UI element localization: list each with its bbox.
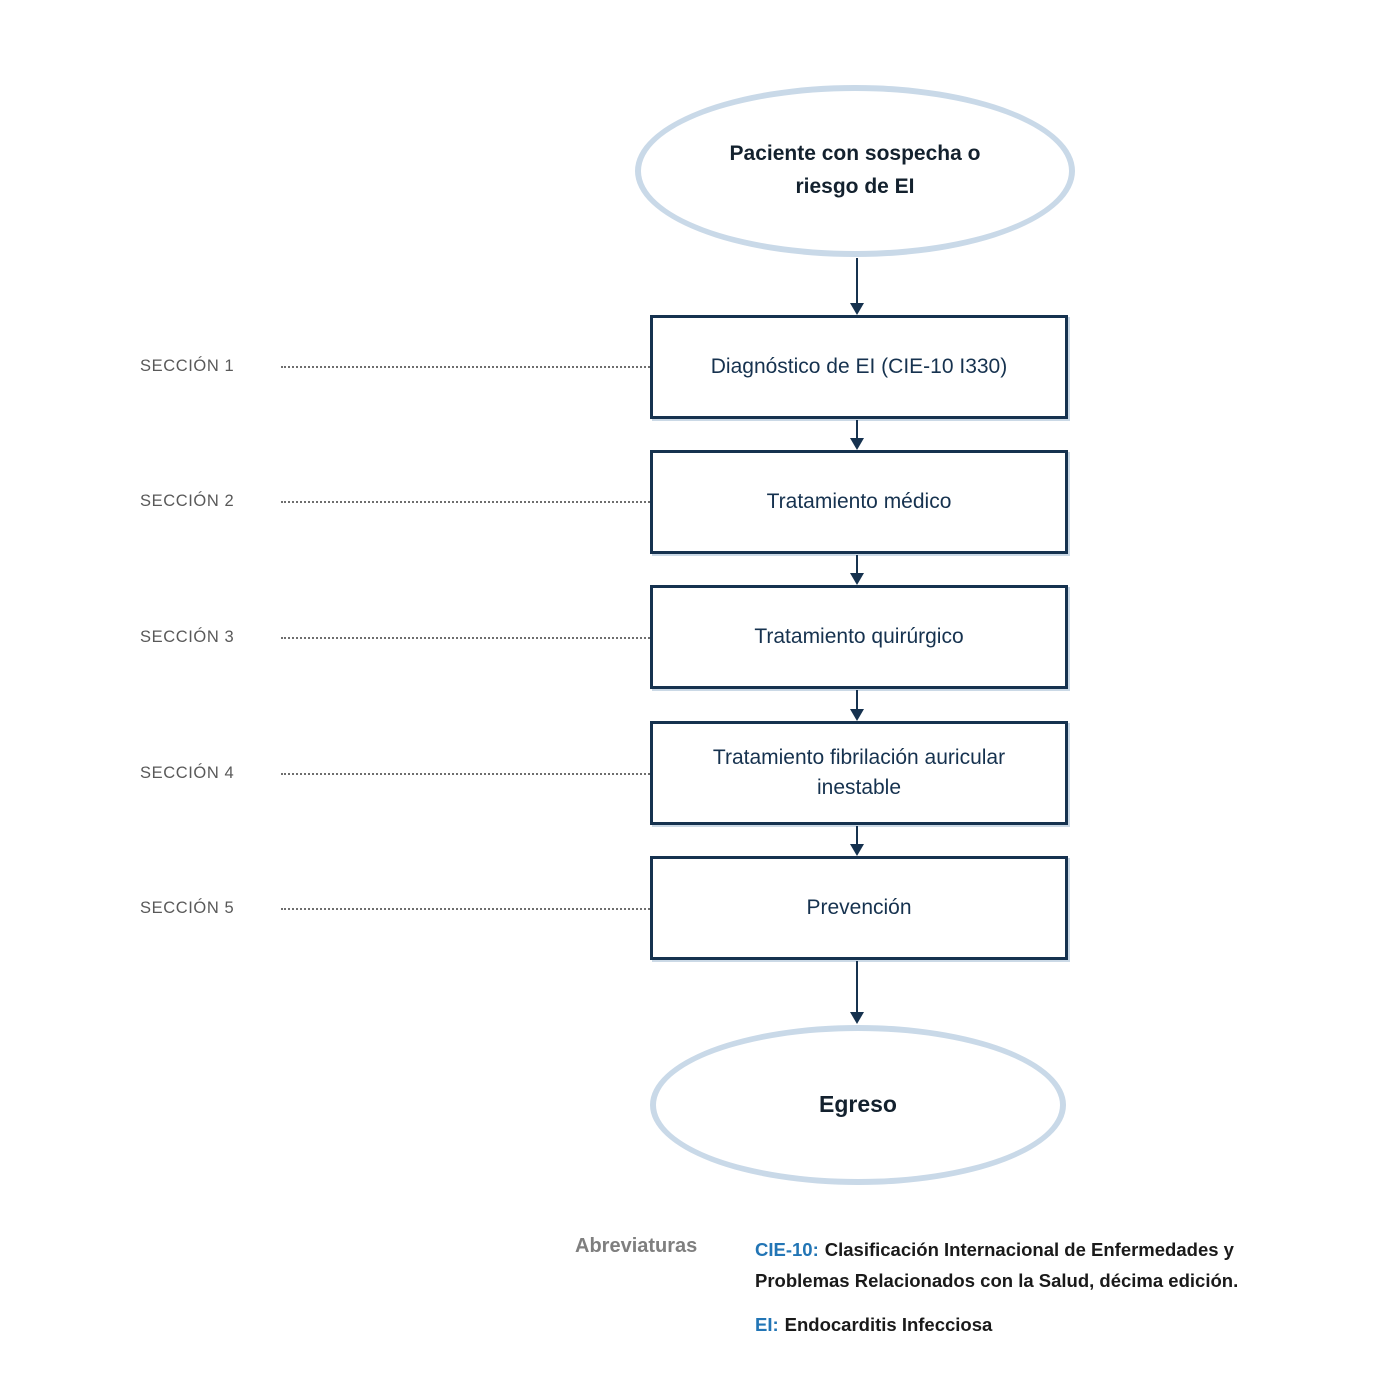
dotted-leader-4 <box>281 773 650 775</box>
dotted-leader-2 <box>281 501 650 503</box>
start-terminal-label: Paciente con sospecha o riesgo de EI <box>729 142 981 198</box>
section-label-4: SECCIÓN 4 <box>140 764 235 782</box>
abbreviations-heading: Abreviaturas <box>575 1235 698 1257</box>
process-box-prevencion: Prevención <box>650 856 1068 960</box>
process-box-diagnostico: Diagnóstico de EI (CIE-10 I330) <box>650 315 1068 419</box>
dotted-leader-5 <box>281 908 650 910</box>
connector-arrow <box>850 961 864 1024</box>
abbreviation-definition: Endocarditis Infecciosa <box>784 1314 993 1336</box>
abbreviation-item-cie10: CIE-10:Clasificación Internacional de En… <box>755 1235 1330 1296</box>
abbreviation-definition: Clasificación Internacional de Enfermeda… <box>755 1239 1239 1291</box>
end-terminal-ellipse: Egreso <box>650 1025 1066 1185</box>
connector-arrow <box>850 258 864 315</box>
section-label-1: SECCIÓN 1 <box>140 357 235 375</box>
section-label-3: SECCIÓN 3 <box>140 628 235 646</box>
process-box-fibrilacion: Tratamiento fibrilación auricular inesta… <box>650 721 1068 825</box>
connector-arrow <box>850 690 864 721</box>
process-box-tratamiento-quirurgico: Tratamiento quirúrgico <box>650 585 1068 689</box>
process-box-label: Tratamiento quirúrgico <box>754 624 964 648</box>
abbreviations-block: CIE-10:Clasificación Internacional de En… <box>755 1235 1330 1355</box>
abbreviation-item-ei: EI:Endocarditis Infecciosa <box>755 1310 1330 1341</box>
process-box-label: Tratamiento médico <box>766 489 952 513</box>
process-box-label: Tratamiento fibrilación auricular inesta… <box>712 745 1006 799</box>
abbreviation-term: CIE-10: <box>755 1239 819 1260</box>
start-terminal-ellipse: Paciente con sospecha o riesgo de EI <box>635 85 1075 257</box>
dotted-leader-3 <box>281 637 650 639</box>
section-label-5: SECCIÓN 5 <box>140 899 235 917</box>
connector-arrow <box>850 555 864 585</box>
connector-arrow <box>850 826 864 856</box>
process-box-label: Diagnóstico de EI (CIE-10 I330) <box>710 354 1008 378</box>
dotted-leader-1 <box>281 366 650 368</box>
process-box-tratamiento-medico: Tratamiento médico <box>650 450 1068 554</box>
abbreviation-term: EI: <box>755 1314 779 1336</box>
connector-arrow <box>850 420 864 450</box>
process-box-label: Prevención <box>806 895 912 919</box>
section-label-2: SECCIÓN 2 <box>140 492 235 510</box>
end-terminal-label: Egreso <box>819 1091 897 1118</box>
